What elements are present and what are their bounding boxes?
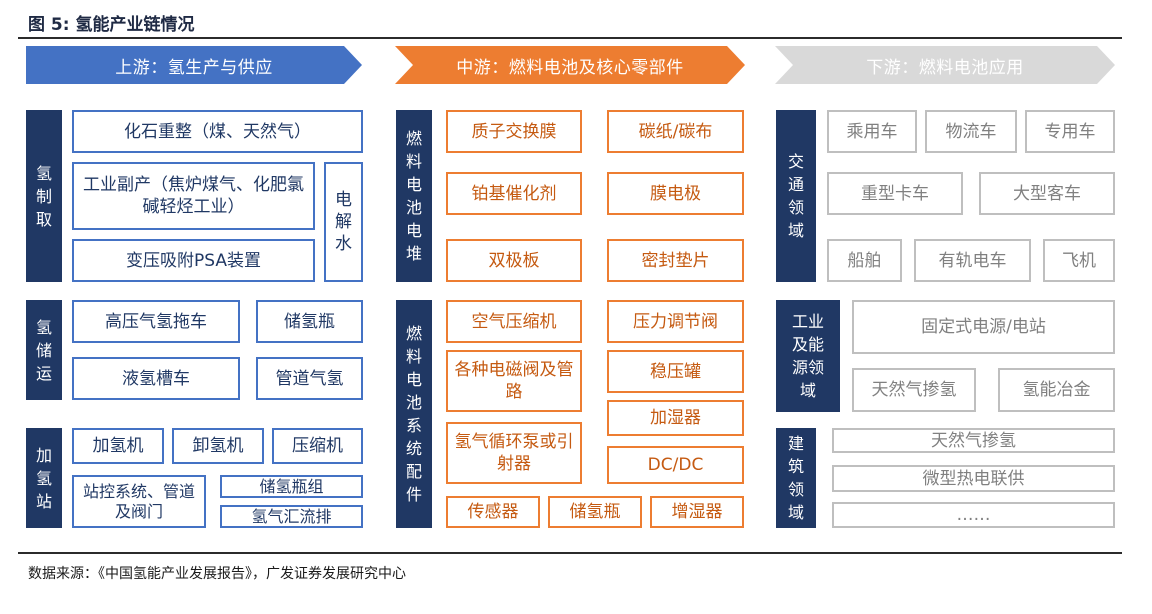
node-pem: 质子交换膜 [446,110,582,153]
figure-title: 图 5: 氢能产业链情况 [28,15,195,35]
upstream-header: 上游：氢生产与供应 [26,46,362,84]
node-electrolysis: 电解水 [324,162,363,282]
category-refueling-station: 加氢站 [26,428,62,528]
node-pipeline-hydrogen: 管道气氢 [256,357,363,400]
node-passenger-car: 乘用车 [827,110,917,153]
node-hydrogen-cylinder: 储氢瓶 [548,496,642,528]
node-dispenser: 加氢机 [72,428,164,464]
category-hydrogen-storage: 氢储运 [26,300,62,400]
category-hydrogen-production: 氢制取 [26,110,62,282]
node-carbon-paper: 碳纸/碳布 [607,110,744,153]
node-aircraft: 飞机 [1043,239,1115,282]
node-gas-blending: 天然气掺氢 [852,368,976,412]
node-liquid-tanker: 液氢槽车 [72,357,240,400]
category-fuel-cell-stack: 燃料电池电堆 [396,110,432,282]
category-label: 氢制取 [35,163,52,229]
node-gasket: 密封垫片 [607,239,744,282]
node-fossil-reforming: 化石重整（煤、天然气） [72,110,363,153]
node-more: …… [832,502,1115,528]
node-compressor: 压缩机 [272,428,363,464]
category-label: 氢储运 [35,317,52,383]
category-industry-energy: 工业及能源领域 [776,300,840,412]
node-mea: 膜电极 [607,172,744,215]
node-sensor: 传感器 [446,496,540,528]
node-bus: 大型客车 [979,172,1115,215]
node-heavy-truck: 重型卡车 [827,172,963,215]
node-solenoid-valves: 各种电磁阀及管路 [446,350,582,412]
node-dcdc: DC/DC [607,446,744,484]
node-air-compressor: 空气压缩机 [446,300,582,343]
node-cylinder-bank: 储氢瓶组 [220,475,363,498]
node-ship: 船舶 [827,239,902,282]
category-label: 工业及能源领域 [791,312,824,400]
node-surge-tank: 稳压罐 [607,350,744,393]
bottom-divider [18,552,1122,554]
node-storage-cylinder: 储氢瓶 [256,300,363,343]
top-divider [18,37,1122,39]
node-humidifier-2: 增湿器 [650,496,744,528]
node-recirculation-pump: 氢气循环泵或引射器 [446,422,582,484]
node-station-control: 站控系统、管道及阀门 [72,475,206,528]
category-buildings: 建筑领域 [776,428,816,528]
node-micro-chp: 微型热电联供 [832,465,1115,492]
node-stationary-power: 固定式电源/电站 [852,300,1115,354]
node-gas-blending-building: 天然气掺氢 [832,428,1115,453]
category-label: 建筑领域 [787,434,804,522]
node-tube-trailer: 高压气氢拖车 [72,300,240,343]
downstream-header: 下游：燃料电池应用 [775,46,1115,84]
node-bipolar-plate: 双极板 [446,239,582,282]
source-note: 数据来源：《中国氢能产业发展报告》，广发证券发展研究中心 [28,566,406,582]
node-humidifier: 加湿器 [607,400,744,436]
node-pt-catalyst: 铂基催化剂 [446,172,582,215]
node-tram: 有轨电车 [914,239,1031,282]
category-label: 交通领域 [787,152,804,240]
category-transport: 交通领域 [776,110,816,282]
category-label: 燃料电池电堆 [405,129,422,263]
node-psa-unit: 变压吸附PSA装置 [72,239,315,282]
node-industrial-byproduct: 工业副产（焦炉煤气、化肥氯碱轻烃工业） [72,162,315,230]
midstream-header: 中游：燃料电池及核心零部件 [395,46,745,84]
node-label: 电解水 [335,190,352,254]
node-pressure-valve: 压力调节阀 [607,300,744,343]
category-label: 加氢站 [35,445,52,511]
category-system-parts: 燃料电池系统配件 [396,300,432,528]
node-special-vehicle: 专用车 [1025,110,1115,153]
node-unloading: 卸氢机 [172,428,264,464]
node-hydrogen-metallurgy: 氢能冶金 [998,368,1115,412]
node-logistics-vehicle: 物流车 [925,110,1017,153]
category-label: 燃料电池系统配件 [405,324,422,504]
node-manifold: 氢气汇流排 [220,505,363,528]
